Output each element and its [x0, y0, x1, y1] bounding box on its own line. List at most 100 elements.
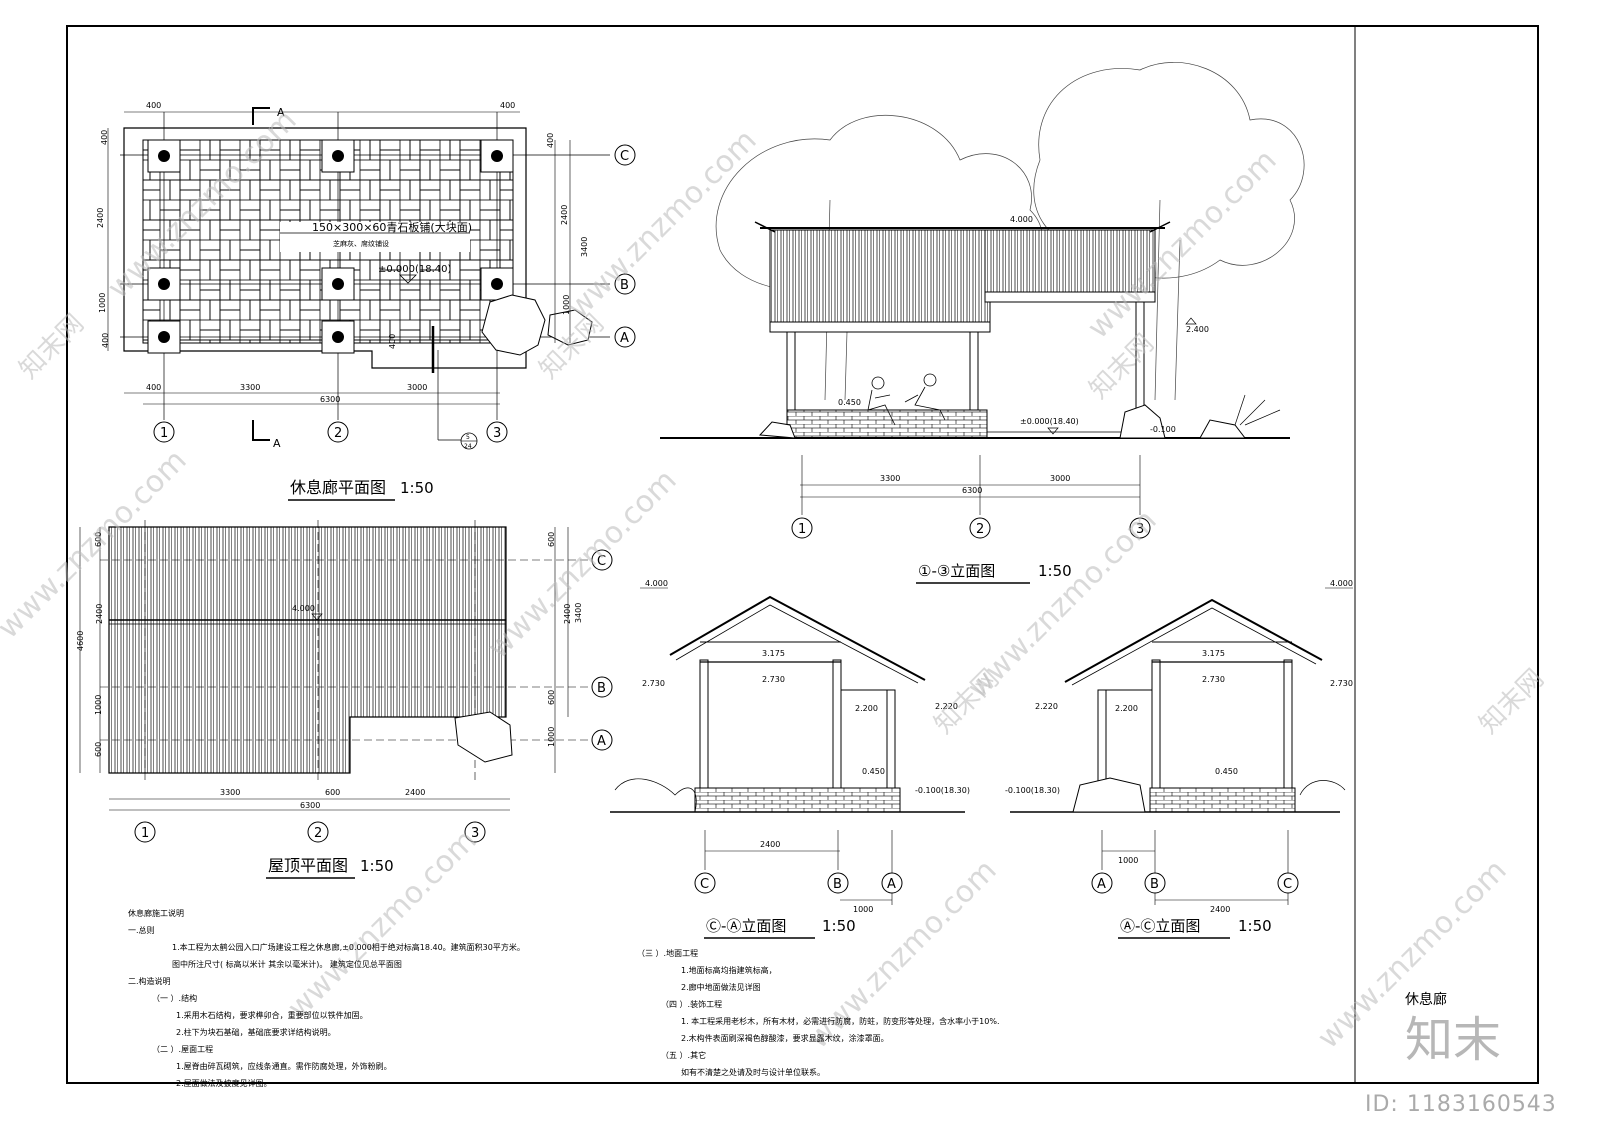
axis-label: C: [1283, 877, 1292, 892]
elev13-scale: 1:50: [1038, 562, 1072, 580]
elevAC-scale: 1:50: [1238, 917, 1272, 935]
plan-dim: 1000: [98, 293, 107, 313]
title-block-text: 休息廊: [1405, 991, 1447, 1008]
axis-label: C: [700, 877, 709, 892]
elevCA-level: 4.000: [645, 579, 668, 588]
note-line: 一.总则: [128, 926, 155, 935]
axis-label: C: [597, 554, 606, 569]
plan-view: 150×300×60青石板铺(大块面) 芝麻灰、席纹铺设 ±0.000(18.4…: [96, 101, 636, 501]
axis-label: 1: [798, 522, 806, 537]
plan-dim: 2400: [560, 205, 569, 225]
elevCA-level: 2.730: [642, 679, 665, 688]
axis-label: B: [833, 877, 842, 892]
plan-dim: 3000: [407, 383, 427, 392]
watermark-text: www.znzmo.com: [561, 123, 764, 326]
roof-dim: 1000: [547, 727, 556, 747]
roof-dim: 3300: [220, 788, 240, 797]
roof-dim: 600: [94, 742, 103, 757]
axis-label: B: [1150, 877, 1159, 892]
plan-paving-note: 150×300×60青石板铺(大块面): [312, 220, 472, 234]
elevation-C-A: 4.000 3.175 2.730 2.730 2.220 2.200 0.45…: [610, 579, 970, 939]
note-line: （二 ）.屋面工程: [152, 1045, 214, 1054]
plan-dim: 400: [100, 130, 109, 145]
roof-dim: 2400: [95, 604, 104, 624]
plan-dim: 400: [546, 133, 555, 148]
elevation-1-3: 4.000 2.400 0.450 ±0.000(18.40) -0.100 3…: [660, 62, 1305, 584]
section-mark-top: A: [277, 106, 285, 119]
elevCA-dim: 2400: [760, 840, 780, 849]
note-line: 如有不清楚之处请及时与设计单位联系。: [681, 1068, 825, 1077]
plan-dim: 6300: [320, 395, 340, 404]
elev13-level: 0.450: [838, 398, 861, 407]
axis-label: C: [620, 149, 629, 164]
elevAC-dim: 1000: [1118, 856, 1138, 865]
roof-dim: 2400: [405, 788, 425, 797]
axis-label: B: [597, 681, 606, 696]
elevAC-level: 2.730: [1330, 679, 1353, 688]
elevAC-title: Ⓐ-Ⓒ立面图: [1120, 917, 1200, 935]
detail-ref-top: 5: [466, 434, 470, 441]
image-id-tag: ID: 1183160543: [1365, 1092, 1557, 1117]
roof-title: 屋顶平面图: [268, 856, 348, 875]
elev13-title: ①-③立面图: [918, 562, 995, 580]
note-line: 1.本工程为太鹤公园入口广场建设工程之休息廊,±0.000相于绝对标高18.40…: [172, 943, 525, 952]
roof-dim: 600: [547, 690, 556, 705]
plan-dim: 2400: [96, 208, 105, 228]
elev13-level: -0.100: [1150, 425, 1176, 434]
axis-label: 3: [493, 426, 501, 441]
roof-dim: 600: [94, 532, 103, 547]
elevAC-dim: 2400: [1210, 905, 1230, 914]
roof-scale: 1:50: [360, 857, 394, 875]
roof-plan-view: 4.000 600 2400 1000 600 4600 600 2400 34…: [76, 520, 613, 879]
plan-dim: 400: [500, 101, 515, 110]
axis-label: 2: [334, 426, 342, 441]
brand-logo: 知末: [1405, 1012, 1502, 1068]
plan-dim: 3400: [580, 237, 589, 257]
axis-label: 3: [471, 826, 479, 841]
watermark-text-cn: 知末网: [14, 309, 90, 385]
note-line: 2.廊中地面做法见详图: [681, 983, 761, 992]
elevAC-level: 4.000: [1330, 579, 1353, 588]
elev13-dim: 3300: [880, 474, 900, 483]
plan-title: 休息廊平面图: [290, 478, 386, 497]
elev13-level: 2.400: [1186, 325, 1209, 334]
elevCA-scale: 1:50: [822, 917, 856, 935]
note-line: 1.地面标高均指建筑标高，: [681, 966, 777, 975]
roof-dim: 3400: [574, 603, 583, 623]
elev13-dim: 3000: [1050, 474, 1070, 483]
note-line: 1.采用木石结构，要求榫卯合，重要部位以铁件加固。: [176, 1011, 368, 1020]
drawing-frame: [66, 25, 1539, 1084]
elevation-A-C: 4.000 3.175 2.730 2.220 2.730 2.200 0.45…: [1005, 579, 1353, 939]
note-line: 2.柱下为块石基础，基础底要求详结构说明。: [176, 1028, 336, 1037]
elev13-level: 4.000: [1010, 215, 1033, 224]
note-line: 2.木构件表面刷深褐色醇酸漆，要求显露木纹，涂漆罩面。: [681, 1034, 889, 1043]
plan-dim: 400: [388, 334, 397, 349]
roof-dim: 6300: [300, 801, 320, 810]
plan-dim: 3300: [240, 383, 260, 392]
elevAC-level: -0.100(18.30): [1005, 786, 1060, 795]
axis-label: 1: [141, 826, 149, 841]
note-line: 图中所注尺寸( 标高以米计 其余以毫米计)。 建筑定位见总平面图: [172, 960, 402, 969]
note-line: （五 ）.其它: [661, 1051, 707, 1060]
elev13-dim: 6300: [962, 486, 982, 495]
elevCA-level: -0.100(18.30): [915, 786, 970, 795]
elevCA-level: 2.200: [855, 704, 878, 713]
roof-dim: 4600: [76, 631, 85, 651]
note-line: 1. 本工程采用老杉木，所有木材，必需进行防腐，防蛀，防变形等处理，含水率小于1…: [681, 1017, 1000, 1026]
axis-label: A: [620, 331, 629, 346]
note-line: （三 ）.地面工程: [637, 949, 699, 958]
section-mark-bottom: A: [273, 437, 281, 450]
roof-dim: 600: [547, 532, 556, 547]
axis-label: B: [620, 278, 629, 293]
elevCA-level: 2.220: [935, 702, 958, 711]
roof-dim: 600: [325, 788, 340, 797]
watermark-text: www.znzmo.com: [481, 463, 684, 666]
axis-label: 2: [976, 522, 984, 537]
note-line: 1.屋脊由碎瓦砌筑，应线条通直。需作防腐处理，外饰粉刷。: [176, 1062, 392, 1071]
axis-label: A: [887, 877, 896, 892]
elevCA-level: 0.450: [862, 767, 885, 776]
axis-label: A: [1097, 877, 1106, 892]
elevCA-level: 2.730: [762, 675, 785, 684]
note-line: 2.屋面做法及披度见详图。: [176, 1079, 272, 1088]
plan-dim: 1000: [562, 295, 571, 315]
